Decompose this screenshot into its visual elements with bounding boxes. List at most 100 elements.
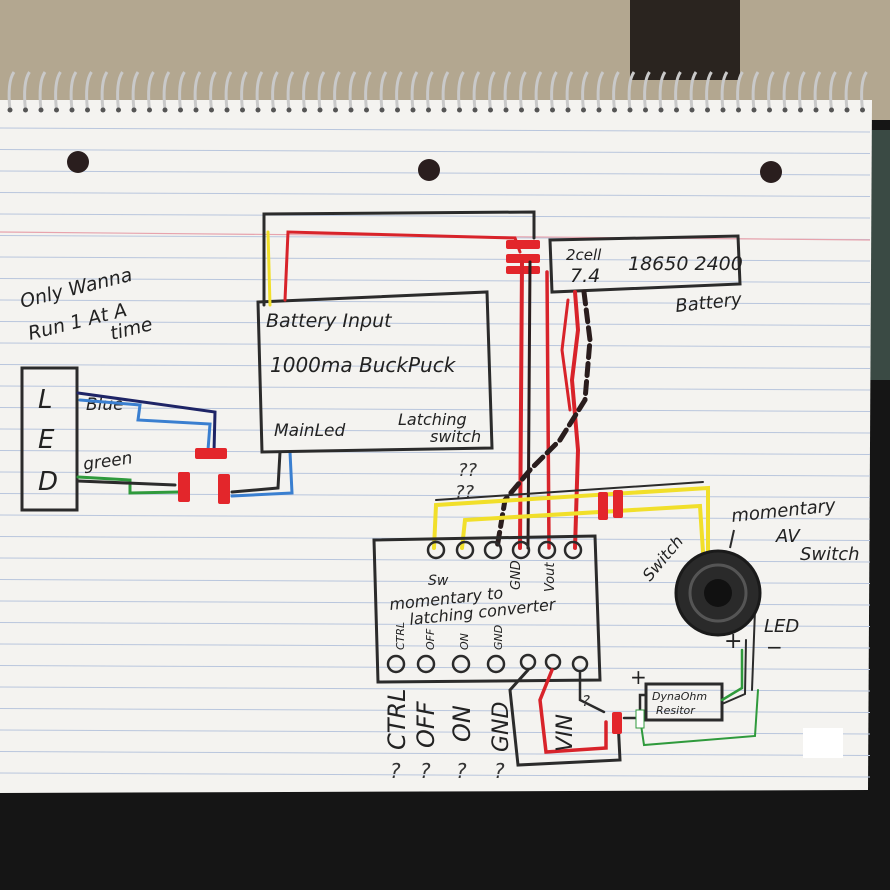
- pin-label: CTRL: [394, 622, 407, 650]
- battery-cell-label: 2cell: [566, 246, 602, 264]
- unknown-mark: ?: [494, 759, 505, 783]
- connector: [613, 490, 623, 518]
- ruled-line: [0, 665, 871, 670]
- ruled-line: [0, 471, 871, 477]
- spiral-hole: [224, 107, 230, 113]
- connector: [195, 448, 227, 459]
- bottom-label: CTRL: [383, 689, 411, 750]
- navy-wire: [76, 391, 217, 454]
- spiral-hole: [534, 107, 540, 113]
- black-wire: [721, 639, 747, 705]
- spiral-coil: [240, 71, 248, 111]
- connector: [635, 709, 645, 729]
- spiral-coil: [813, 71, 822, 111]
- unknown-mark: ?: [582, 692, 590, 710]
- spiral-hole: [782, 107, 788, 113]
- resistor-label: DynaOhm: [652, 690, 707, 703]
- spiral-hole: [503, 107, 509, 113]
- spiral-hole: [472, 107, 478, 113]
- spiral-hole: [829, 107, 834, 113]
- ruled-line: [0, 364, 871, 369]
- spiral-coil: [736, 71, 744, 111]
- red-wire: [545, 270, 551, 550]
- spiral-coil: [457, 71, 465, 111]
- spiral-coil: [379, 71, 388, 111]
- unknown-mark: ?: [420, 759, 431, 783]
- spiral-hole: [736, 107, 741, 113]
- ruled-line: [0, 299, 871, 305]
- red-wire: [538, 668, 608, 754]
- ruled-line: [0, 192, 871, 197]
- terminal: [511, 540, 531, 560]
- blue-wire: [78, 398, 212, 452]
- switch-title: Switch: [800, 544, 860, 565]
- pin-label: Vout: [543, 562, 558, 592]
- spiral-hole: [813, 107, 819, 113]
- spiral-coil: [581, 71, 589, 111]
- spiral-hole: [23, 107, 28, 113]
- led-box: [20, 366, 79, 512]
- resistor-block: DynaOhm Resitor +: [630, 665, 724, 722]
- shadow-object: [630, 0, 740, 80]
- spiral-hole: [550, 107, 555, 113]
- resistor-wires: [622, 609, 759, 747]
- spiral-coil: [844, 71, 853, 111]
- spiral-hole: [116, 107, 121, 113]
- ruled-lines: [0, 127, 871, 778]
- spiral-coil: [612, 71, 620, 111]
- spiral-hole: [457, 107, 462, 113]
- spiral-hole: [658, 107, 664, 113]
- spiral-hole: [689, 107, 695, 113]
- ruled-line: [0, 256, 871, 262]
- bottom-label: ON: [448, 705, 476, 742]
- spiral-hole: [317, 107, 323, 113]
- switch-connectors: [598, 490, 623, 520]
- ruled-line: [0, 643, 871, 649]
- spiral-coil: [643, 71, 651, 111]
- spiral-hole: [162, 107, 168, 113]
- spiral-hole: [441, 107, 447, 113]
- black-wire: [508, 668, 622, 767]
- resistor-box: [644, 682, 724, 722]
- resistor-plus: +: [630, 665, 647, 689]
- spiral-coil: [255, 71, 264, 111]
- yellow-wire: [460, 503, 705, 554]
- spiral-hole: [844, 107, 850, 113]
- spiral-hole: [426, 107, 431, 113]
- battery-voltage-label: 7.4: [570, 265, 600, 287]
- punch-hole: [760, 161, 782, 183]
- spiral-coil: [7, 71, 16, 111]
- converter-top-terminals: [426, 540, 583, 560]
- switch-pointer: [729, 529, 735, 549]
- spiral-hole: [627, 107, 633, 113]
- spiral-hole: [379, 107, 385, 113]
- pin-label: GND: [492, 625, 505, 650]
- spiral-coil: [860, 71, 868, 111]
- ruled-line: [0, 708, 871, 713]
- buckpuck-box: [256, 290, 494, 454]
- unknown-mark: ??: [455, 482, 475, 503]
- spiral-hole: [333, 107, 338, 113]
- connector: [218, 474, 230, 504]
- connector: [506, 254, 540, 263]
- unknown-mark: ??: [458, 460, 478, 481]
- spiral-coil: [54, 71, 62, 111]
- ruled-line: [0, 428, 871, 434]
- spiral-coil: [395, 71, 403, 111]
- connector: [506, 240, 540, 249]
- bottom-label: GND: [489, 702, 514, 752]
- spiral-hole: [705, 107, 710, 113]
- buckpuck-block: Battery Input 1000ma BuckPuck MainLed La…: [256, 290, 494, 503]
- spiral-hole: [131, 107, 137, 113]
- buckpuck-input-label: Battery Input: [266, 310, 393, 332]
- ruled-line: [0, 772, 871, 778]
- spiral-hole: [271, 107, 276, 113]
- spiral-coil: [503, 71, 512, 111]
- spiral-coil: [271, 71, 279, 111]
- connector: [178, 472, 190, 502]
- red-wire: [560, 298, 572, 412]
- spiral-hole: [240, 107, 245, 113]
- switch-title: AV: [775, 526, 801, 547]
- punch-hole: [67, 151, 89, 173]
- unknown-mark: ?: [456, 759, 467, 783]
